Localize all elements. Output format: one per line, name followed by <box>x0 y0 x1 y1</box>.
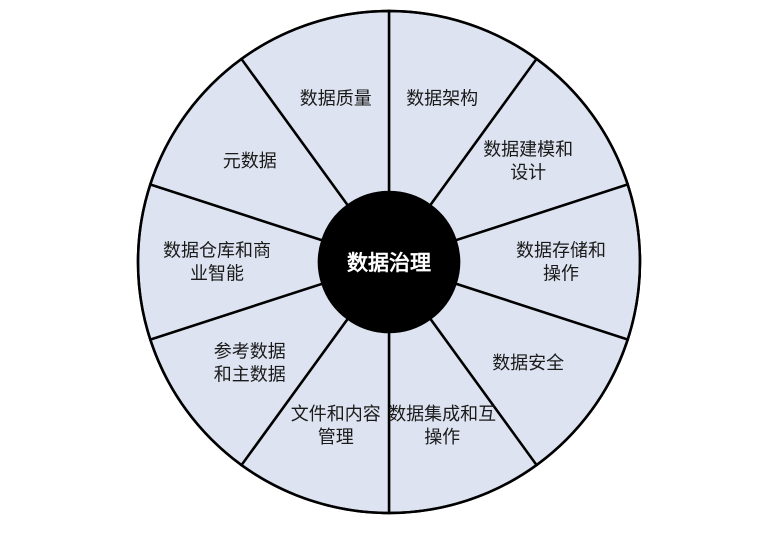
center-label: 数据治理 <box>347 251 431 275</box>
segment-label: 数据建模和设计 <box>483 139 573 183</box>
segment-label: 数据仓库和商业智能 <box>163 241 271 285</box>
segment-label: 数据集成和互操作 <box>388 404 496 448</box>
segment-label-line: 操作 <box>543 264 579 285</box>
segment-label-line: 数据安全 <box>492 353 564 374</box>
segment-label: 元数据 <box>223 151 277 172</box>
segment-label: 数据安全 <box>492 353 564 374</box>
segment-label-line: 数据存储和 <box>516 241 606 262</box>
segment-label-line: 数据架构 <box>406 88 478 109</box>
segment-label: 数据架构 <box>406 88 478 109</box>
wheel-outer-ring <box>136 9 642 515</box>
segment-label: 文件和内容管理 <box>291 404 381 448</box>
segment-label-line: 和主数据 <box>214 365 286 386</box>
segment-label-line: 数据质量 <box>300 88 372 109</box>
segment-label-line: 数据仓库和商 <box>163 241 271 262</box>
segment-label: 数据质量 <box>300 88 372 109</box>
segment-label: 数据存储和操作 <box>516 241 606 285</box>
segment-label-line: 操作 <box>424 427 460 448</box>
segment-label-line: 管理 <box>318 427 354 448</box>
center-hub <box>319 192 459 332</box>
segment-label-line: 参考数据 <box>214 342 286 363</box>
segment-label-line: 文件和内容 <box>291 404 381 425</box>
segment-label-line: 数据建模和 <box>483 139 573 160</box>
segment-label-line: 设计 <box>510 162 546 183</box>
segment-label-line: 业智能 <box>190 264 244 285</box>
segment-label-line: 元数据 <box>223 151 277 172</box>
wheel-segments <box>136 9 642 515</box>
wheel-labels: 数据架构数据建模和设计数据存储和操作数据安全数据集成和互操作文件和内容管理参考数… <box>163 88 606 448</box>
segment-label: 参考数据和主数据 <box>214 342 286 386</box>
segment-label-line: 数据集成和互 <box>388 404 496 425</box>
